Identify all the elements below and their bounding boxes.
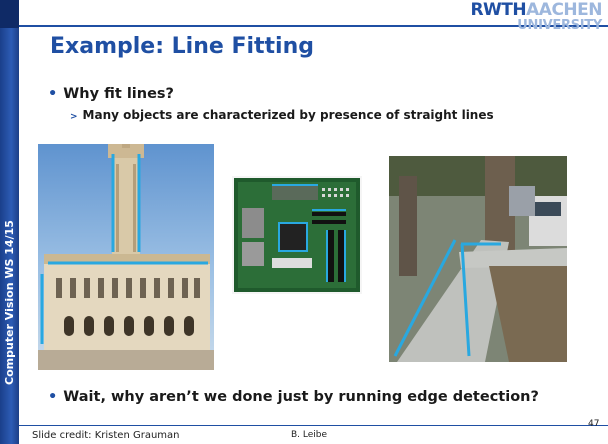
slide-title: Example: Line Fitting — [50, 34, 315, 59]
sidewalk-photo — [389, 156, 567, 362]
footer-rule — [19, 425, 608, 426]
logo-aachen: AACHEN — [526, 0, 602, 20]
rwth-logo: RWTHAACHEN UNIVERSITY — [470, 0, 602, 34]
sub-bullet-point: > Many objects are characterized by prese… — [70, 108, 494, 122]
slide-credit: Slide credit: Kristen Grauman — [32, 430, 180, 441]
bullet-dot-icon: • — [48, 389, 58, 405]
slide-author: B. Leibe — [291, 430, 328, 440]
bullet-text: Why fit lines? — [63, 86, 174, 102]
question-text: Wait, why aren’t we done just by running… — [63, 389, 539, 405]
bullet-dot-icon: • — [48, 86, 58, 102]
left-sidebar-top — [0, 0, 19, 28]
left-sidebar — [0, 0, 19, 444]
sub-bullet-text: Many objects are characterized by presen… — [82, 108, 494, 122]
logo-rwth: RWTH — [470, 0, 527, 20]
logo-university: UNIVERSITY — [517, 18, 602, 33]
question-bullet: • Wait, why aren’t we done just by runnin… — [48, 389, 539, 405]
course-label: Computer Vision WS 14/15 — [3, 220, 16, 385]
header-rule — [19, 25, 608, 27]
tower-building-photo — [38, 144, 214, 370]
circuit-board-photo — [232, 176, 362, 294]
bullet-point: • Why fit lines? — [48, 86, 174, 102]
sub-bullet-arrow-icon: > — [70, 112, 78, 122]
page-number: 47 — [588, 419, 600, 429]
